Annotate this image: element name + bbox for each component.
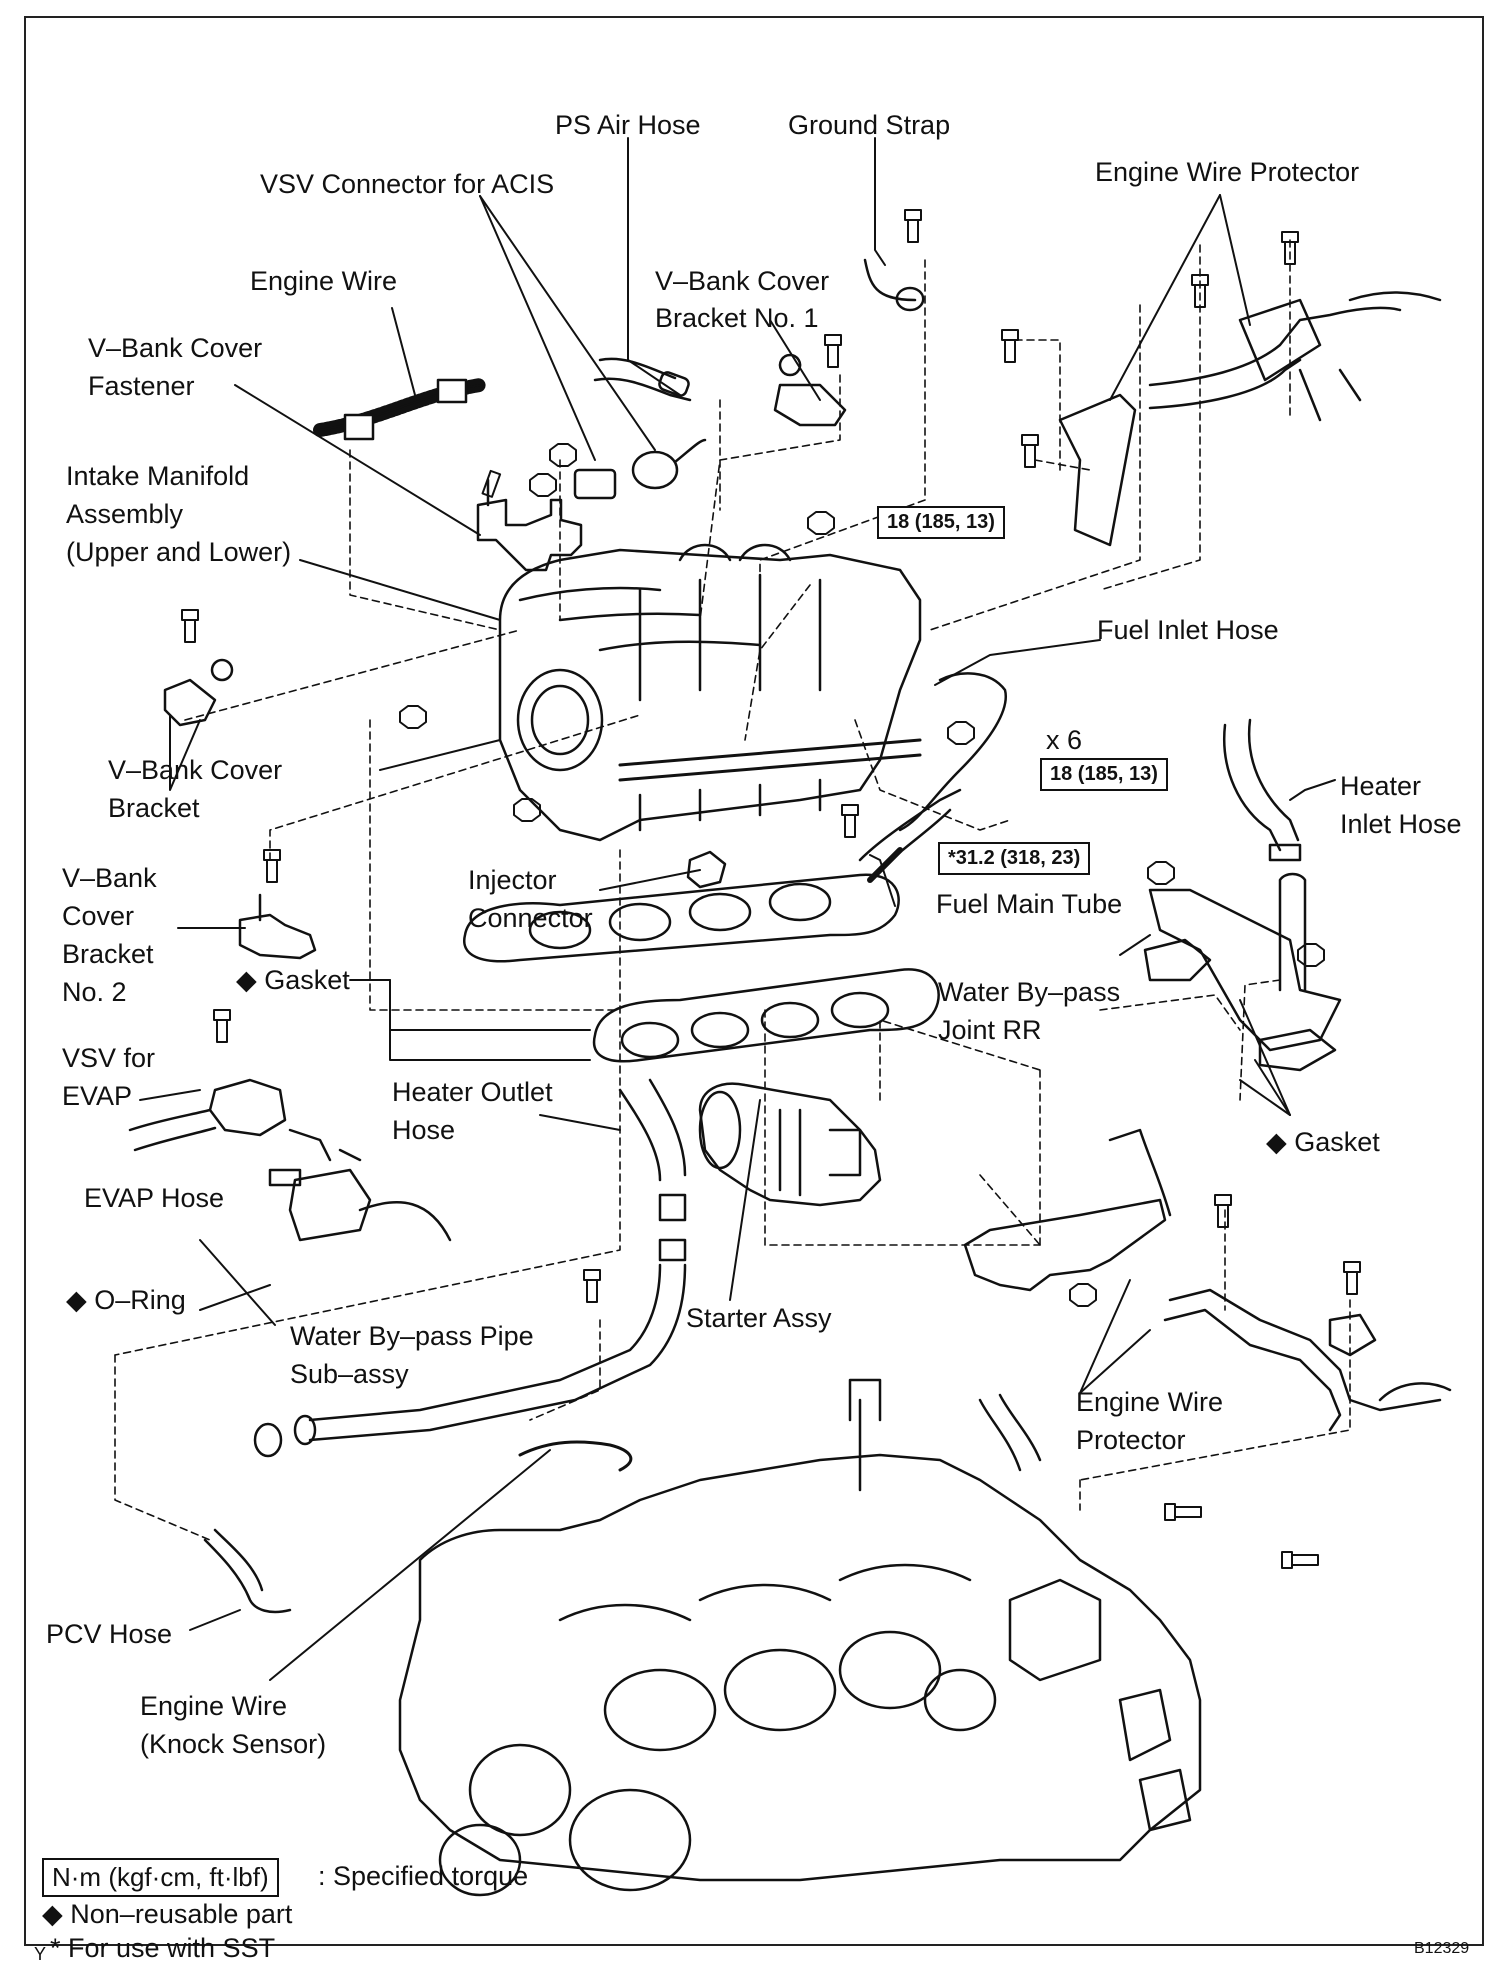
engine-wire-protector-bottom-part xyxy=(963,1128,1452,1432)
pcv-hose-part xyxy=(203,1528,292,1614)
torque-box-3: *31.2 (318, 23) xyxy=(938,842,1091,875)
label-engine-wire-protector-top: Engine Wire Protector xyxy=(1095,157,1360,187)
label-gasket-left: ◆ Gasket xyxy=(236,965,350,995)
label-intake-manifold-line3: (Upper and Lower) xyxy=(66,537,292,567)
label-vbank-cover-bracket-line2: Bracket xyxy=(108,793,200,823)
label-vbank-cover-fastener-line2: Fastener xyxy=(88,371,195,401)
engine-block-part xyxy=(398,1378,1202,1897)
legend-non-reusable: ◆ Non–reusable part xyxy=(42,1899,293,1929)
torque-box-2: 18 (185, 13) xyxy=(1040,758,1168,791)
water-bypass-joint-part xyxy=(1143,718,1342,1072)
label-engine-wire-knock-line1: Engine Wire xyxy=(140,1691,288,1721)
o-ring-part xyxy=(253,1422,283,1458)
label-engine-wire-knock-line2: (Knock Sensor) xyxy=(140,1729,327,1759)
vsv-connector-parts xyxy=(573,357,707,500)
label-engine-wire-protector-bottom-line1: Engine Wire xyxy=(1076,1387,1224,1417)
label-injector-connector-line1: Injector xyxy=(468,865,557,895)
label-intake-manifold-line1: Intake Manifold xyxy=(66,461,250,491)
intake-gaskets xyxy=(463,873,940,1063)
label-water-bypass-joint-line1: Water By–pass xyxy=(938,977,1121,1007)
legend-specified-torque: : Specified torque xyxy=(318,1861,529,1891)
label-water-bypass-joint-line2: Joint RR xyxy=(938,1015,1042,1045)
label-engine-wire-top: Engine Wire xyxy=(250,266,398,296)
legend-torque-unit-box: N·m (kgf·cm, ft·lbf) xyxy=(42,1858,279,1897)
label-fuel-inlet-hose: Fuel Inlet Hose xyxy=(1097,615,1279,645)
label-water-bypass-pipe-line2: Sub–assy xyxy=(290,1359,409,1389)
label-vsv-evap-line2: EVAP xyxy=(62,1081,133,1111)
label-vsv-connector-acis: VSV Connector for ACIS xyxy=(260,169,555,199)
label-vbank-cover-bracket-line1: V–Bank Cover xyxy=(108,755,283,785)
label-o-ring: ◆ O–Ring xyxy=(66,1285,186,1315)
label-pcv-hose: PCV Hose xyxy=(46,1619,173,1649)
engine-wire-harness xyxy=(313,378,487,441)
label-vsv-evap-line1: VSV for xyxy=(62,1043,156,1073)
diagram-frame xyxy=(24,16,1484,1946)
label-evap-hose: EVAP Hose xyxy=(84,1183,225,1213)
torque-box-1: 18 (185, 13) xyxy=(877,506,1005,539)
vbank-bracket-no1-part xyxy=(773,353,847,427)
leader-lines xyxy=(139,137,1336,1681)
label-gasket-right: ◆ Gasket xyxy=(1266,1127,1380,1157)
label-heater-inlet-hose-line1: Heater xyxy=(1340,771,1422,801)
label-heater-outlet-hose-line1: Heater Outlet xyxy=(392,1077,553,1107)
starter-part xyxy=(698,1082,882,1207)
legend-sst-mark: Y xyxy=(34,1944,47,1964)
vbank-bracket-no2-part xyxy=(238,893,317,960)
label-water-bypass-pipe-line1: Water By–pass Pipe xyxy=(290,1321,534,1351)
dashed-guide-lines xyxy=(114,239,1351,1541)
label-vbank-cover-bracket-no2-line3: Bracket xyxy=(62,939,154,969)
label-vbank-cover-fastener-line1: V–Bank Cover xyxy=(88,333,263,363)
label-vbank-cover-bracket-no2-line2: Cover xyxy=(62,901,135,931)
label-engine-wire-protector-bottom-line2: Protector xyxy=(1076,1425,1186,1455)
label-vbank-cover-bracket-no2-line4: No. 2 xyxy=(62,977,127,1007)
bolts xyxy=(181,209,1361,1569)
figure-code: B12329 xyxy=(1414,1940,1470,1957)
label-ps-air-hose: PS Air Hose xyxy=(555,110,701,140)
vsv-evap-part xyxy=(128,1078,452,1242)
nuts xyxy=(399,443,1325,1307)
label-vbank-cover-bracket-no1-line1: V–Bank Cover xyxy=(655,266,830,296)
knock-sensor-wire-part xyxy=(518,1440,633,1472)
label-starter-assy: Starter Assy xyxy=(686,1303,832,1333)
label-heater-inlet-hose-line2: Inlet Hose xyxy=(1340,809,1462,839)
label-ground-strap: Ground Strap xyxy=(788,110,951,140)
label-heater-outlet-hose-line2: Hose xyxy=(392,1115,456,1145)
label-intake-manifold-line2: Assembly xyxy=(66,499,184,529)
label-vbank-cover-bracket-no2-line1: V–Bank xyxy=(62,863,157,893)
engine-wire-protector-top-part xyxy=(1058,291,1442,547)
label-times-six: x 6 xyxy=(1046,725,1083,755)
ground-strap-part xyxy=(863,258,925,312)
injector-connector-part xyxy=(686,850,727,889)
label-fuel-main-tube: Fuel Main Tube xyxy=(936,889,1123,919)
vbank-fastener-part xyxy=(476,478,583,572)
label-injector-connector-line2: Connector xyxy=(468,903,593,933)
water-bypass-pipe-part xyxy=(293,1078,687,1446)
vbank-bracket-left-part xyxy=(163,658,234,727)
label-vbank-cover-bracket-no1-line2: Bracket No. 1 xyxy=(655,303,819,333)
legend-for-sst: * For use with SST xyxy=(50,1933,276,1963)
